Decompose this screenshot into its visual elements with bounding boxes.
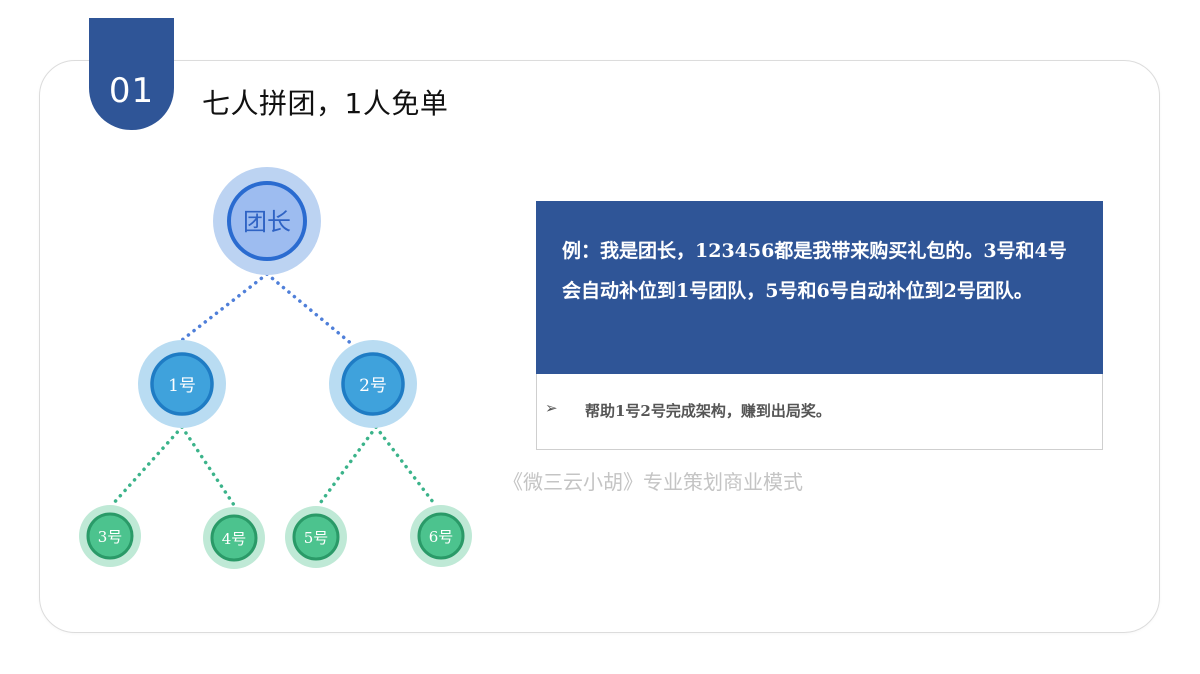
node-5-label: 5号: [304, 529, 329, 547]
node-1-label: 1号: [168, 376, 196, 396]
section-title: 七人拼团，1人免单: [202, 87, 449, 120]
example-box-header: 例：我是团长，123456都是我带来购买礼包的。3号和4号会自动补位到1号团队，…: [536, 201, 1103, 374]
node-3: 3号: [79, 505, 141, 567]
connector-2-5: [316, 425, 378, 508]
node-leader-label: 团长: [243, 208, 291, 236]
node-1: 1号: [138, 340, 226, 428]
watermark-text: 《微三云小胡》专业策划商业模式: [503, 470, 803, 494]
example-box-body: ➢ 帮助1号2号完成架构，赚到出局奖。: [536, 374, 1103, 450]
node-2-label: 2号: [359, 376, 387, 396]
node-4-label: 4号: [222, 530, 247, 548]
node-5: 5号: [285, 506, 347, 568]
connector-leader-1: [180, 272, 269, 342]
node-leader: 团长: [213, 167, 321, 275]
node-4: 4号: [203, 507, 265, 569]
connector-1-3: [110, 425, 184, 507]
node-6-label: 6号: [429, 528, 454, 546]
connector-2-6: [374, 425, 438, 508]
connector-1-4: [180, 425, 236, 507]
arrowhead-bullet-icon: ➢: [545, 399, 558, 417]
node-3-label: 3号: [98, 528, 123, 546]
node-2: 2号: [329, 340, 417, 428]
connector-leader-2: [265, 272, 355, 347]
tree-connectors: [110, 272, 438, 508]
node-6: 6号: [410, 505, 472, 567]
section-number: 01: [108, 71, 155, 111]
example-text: 例：我是团长，123456都是我带来购买礼包的。3号和4号会自动补位到1号团队，…: [562, 240, 1067, 302]
bullet-text: 帮助1号2号完成架构，赚到出局奖。: [585, 402, 831, 420]
section-number-badge: 01: [89, 18, 174, 130]
